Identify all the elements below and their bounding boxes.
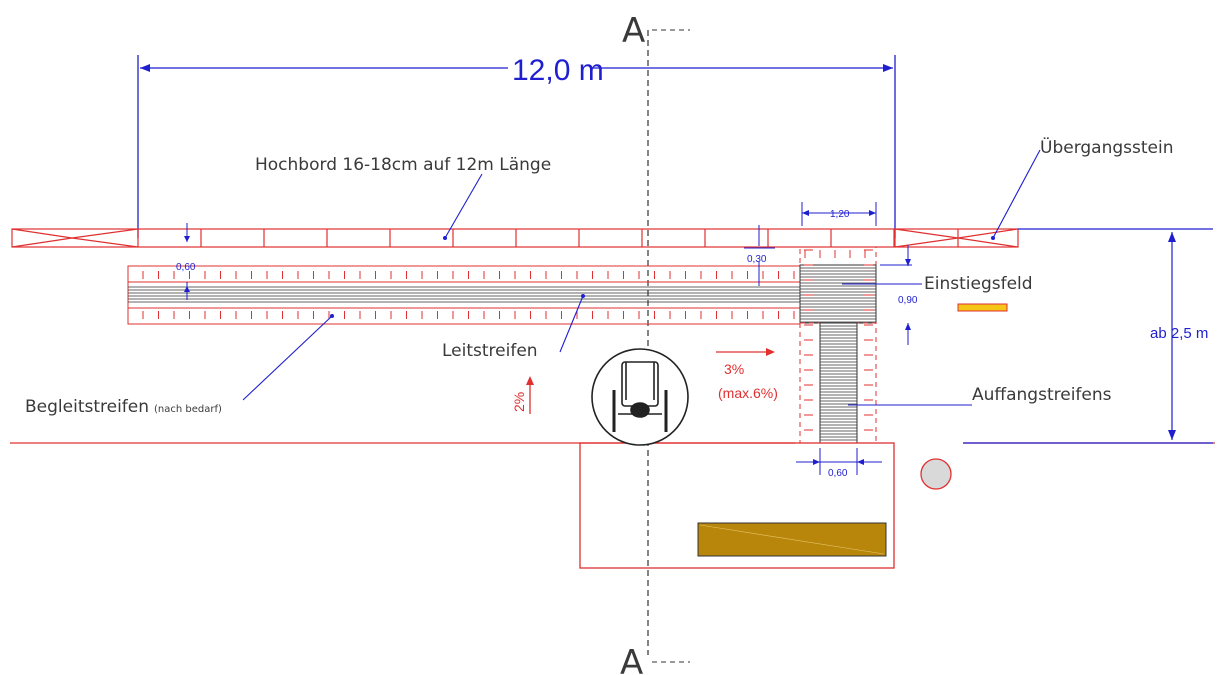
- section-marker-bottom: A: [620, 643, 643, 675]
- uebergangsstein-label: Übergangsstein: [1040, 136, 1174, 158]
- leit-offset-label: 0,60: [176, 262, 196, 273]
- einstieg-depth-dimension: [880, 245, 912, 345]
- leitstreifen-leader: [559, 295, 584, 353]
- hochbord-offset-dimension: [744, 225, 775, 286]
- wheelchair-icon: [591, 348, 689, 446]
- auffang-width-label: 0,60: [828, 468, 848, 479]
- bench-hatch: [699, 524, 885, 555]
- section-marker-top: A: [622, 11, 645, 51]
- uebergangsstein-leader-dot: [991, 236, 995, 240]
- einstieg-width-label: 1,20: [830, 209, 850, 220]
- leitstreifen-label: Leitstreifen: [442, 341, 538, 361]
- shelter-outline: [579, 442, 895, 569]
- leitstreifen-leader-dot: [581, 294, 585, 298]
- cross-slope-label: 2%: [511, 392, 527, 412]
- hochbord-leader-dot: [443, 236, 447, 240]
- begleitstreifen-leader: [242, 315, 333, 401]
- platform-width-label: ab 2,5 m: [1150, 325, 1208, 342]
- longitudinal-slope-max-label: (max.6%): [718, 385, 778, 401]
- einstiegsfeld-area: [799, 246, 877, 324]
- auffang-width-dimension: [796, 448, 882, 475]
- leitstreifen-lines: [128, 286, 800, 303]
- hochbord-label: Hochbord 16-18cm auf 12m Länge: [255, 155, 551, 175]
- total-length-dimension: [137, 55, 896, 238]
- uebergangsstein-leader: [992, 149, 1041, 239]
- begleitstreifen-leader-dot: [330, 314, 334, 318]
- hochbord-curb: [11, 228, 1019, 248]
- einstiegsfeld-label: Einstiegsfeld: [924, 274, 1033, 294]
- pole-icon: [920, 458, 952, 490]
- cross-slope-arrow: [526, 376, 534, 414]
- begleitstreifen-label: Begleitstreifen(nach bedarf): [25, 397, 222, 417]
- einstieg-width-dimension: [801, 202, 877, 226]
- hochbord-leader: [444, 173, 483, 239]
- begleitstreifen-band: [127, 265, 801, 325]
- longitudinal-slope-label: 3%: [724, 361, 744, 377]
- total-length-label: 12,0 m: [512, 54, 604, 87]
- einstieg-depth-label: 0,90: [898, 295, 918, 306]
- auffangstreifen-label: Auffangstreifens: [972, 385, 1112, 405]
- sign-marker: [957, 303, 1008, 312]
- hochbord-offset-label: 0,30: [747, 254, 767, 265]
- leit-offset-dimension: [184, 223, 190, 300]
- platform-width-dimension: [1168, 232, 1176, 440]
- auffangstreifen-area: [799, 322, 877, 444]
- longitudinal-slope-arrow: [716, 348, 775, 356]
